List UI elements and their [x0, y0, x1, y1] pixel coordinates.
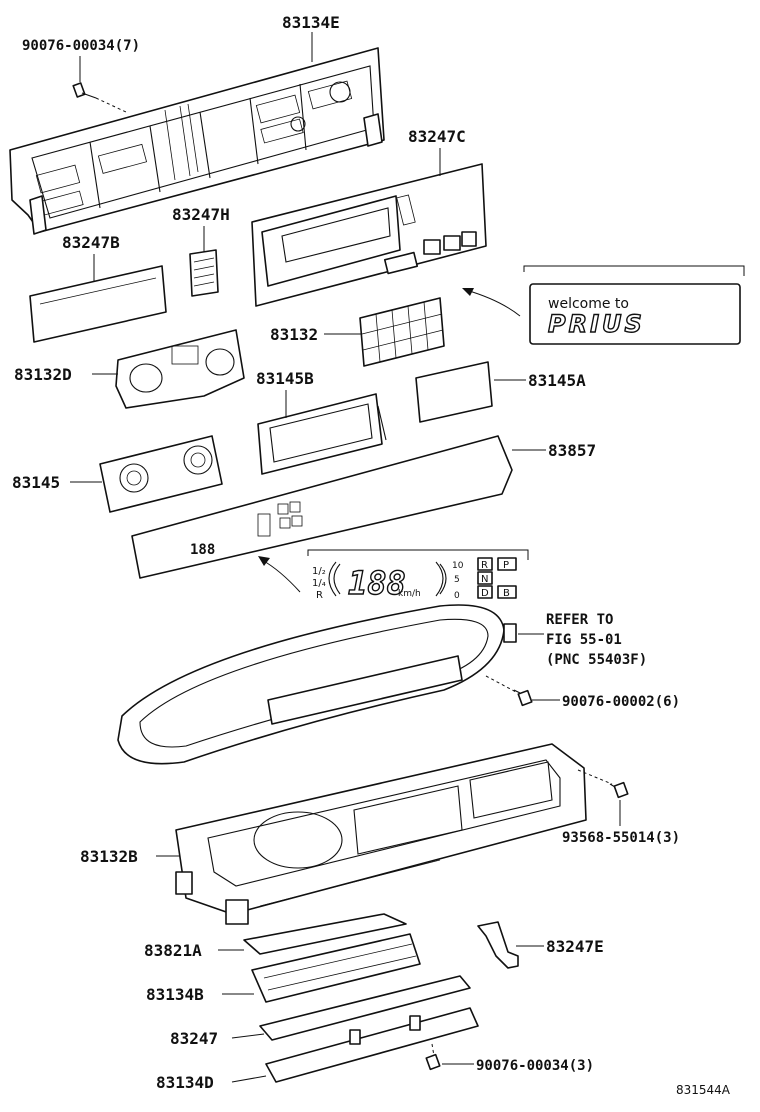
label-83247e: 83247E	[546, 937, 604, 956]
part-83145a-board	[415, 361, 493, 423]
label-93568-55014-3: 93568-55014(3)	[562, 830, 680, 846]
inset-welcome-text: welcome to	[548, 296, 629, 312]
label-83821a: 83821A	[144, 941, 202, 960]
label-83132: 83132	[270, 325, 318, 344]
inset-welcome-screen: welcome to PRIUS	[462, 265, 745, 345]
svg-text:N: N	[481, 574, 488, 585]
part-83821a-lens	[243, 913, 407, 955]
inset-display: 1/₂ 1/₄ R 188 km/h 10 5 0 R P N D B	[258, 549, 529, 603]
refer-line-3: (PNC 55403F)	[546, 652, 647, 668]
svg-text:10: 10	[452, 561, 464, 571]
part-83134d-cover	[265, 1007, 479, 1083]
svg-text:R: R	[481, 560, 488, 571]
screw-90076-00034-3	[425, 1043, 441, 1071]
refer-line-2: FIG 55-01	[546, 632, 622, 648]
part-83132-keypad	[359, 297, 445, 367]
svg-text:1/₂: 1/₂	[312, 566, 326, 577]
figure-id: 831544A	[676, 1083, 731, 1097]
label-83247: 83247	[170, 1029, 218, 1048]
refer-line-1: REFER TO	[546, 612, 613, 628]
part-83857-plate: 188	[131, 435, 513, 579]
inset-left-r: R	[316, 590, 323, 601]
label-83247h: 83247H	[172, 205, 230, 224]
label-83134d: 83134D	[156, 1073, 214, 1092]
part-83247h-connector	[189, 249, 219, 297]
inset-prius-logo: PRIUS	[548, 310, 645, 338]
svg-text:B: B	[503, 588, 510, 599]
inset-unit: km/h	[398, 589, 421, 599]
label-90076-00034-7: 90076-00034(7)	[22, 38, 140, 54]
label-83132b: 83132B	[80, 847, 138, 866]
plate-speed-digits: 188	[190, 542, 215, 558]
part-lens-assembly	[117, 604, 517, 765]
label-90076-00034-3: 90076-00034(3)	[476, 1058, 594, 1074]
part-83247b-panel	[29, 265, 167, 343]
screw-93568-55014-3	[577, 769, 629, 799]
label-83857: 83857	[548, 441, 596, 460]
part-83134b-cover	[251, 933, 421, 1003]
inset-speed: 188	[348, 564, 406, 602]
label-83134e: 83134E	[282, 13, 340, 32]
label-83247b: 83247B	[62, 233, 120, 252]
svg-text:5: 5	[454, 575, 460, 585]
svg-text:D: D	[481, 588, 489, 599]
part-83134e-rear-housing	[9, 47, 385, 235]
screw-90076-00034-7	[72, 82, 127, 113]
label-83145a: 83145A	[528, 371, 586, 390]
label-83247c: 83247C	[408, 127, 466, 146]
part-83247c-display-board	[251, 163, 487, 307]
label-83132d: 83132D	[14, 365, 72, 384]
label-83145: 83145	[12, 473, 60, 492]
part-83247e-bracket	[477, 921, 519, 969]
svg-text:0: 0	[454, 591, 460, 601]
part-83132d-holder	[115, 329, 245, 409]
svg-text:1/₄: 1/₄	[312, 578, 326, 589]
part-83145-dial-plate	[99, 435, 223, 513]
screw-90076-00002-6	[485, 675, 533, 707]
label-90076-00002-6: 90076-00002(6)	[562, 694, 680, 710]
label-83145b: 83145B	[256, 369, 314, 388]
part-83145b-board	[257, 393, 387, 475]
part-83247-strip	[259, 975, 471, 1041]
svg-text:P: P	[503, 560, 509, 571]
part-83132b-case	[175, 743, 587, 925]
label-83134b: 83134B	[146, 985, 204, 1004]
